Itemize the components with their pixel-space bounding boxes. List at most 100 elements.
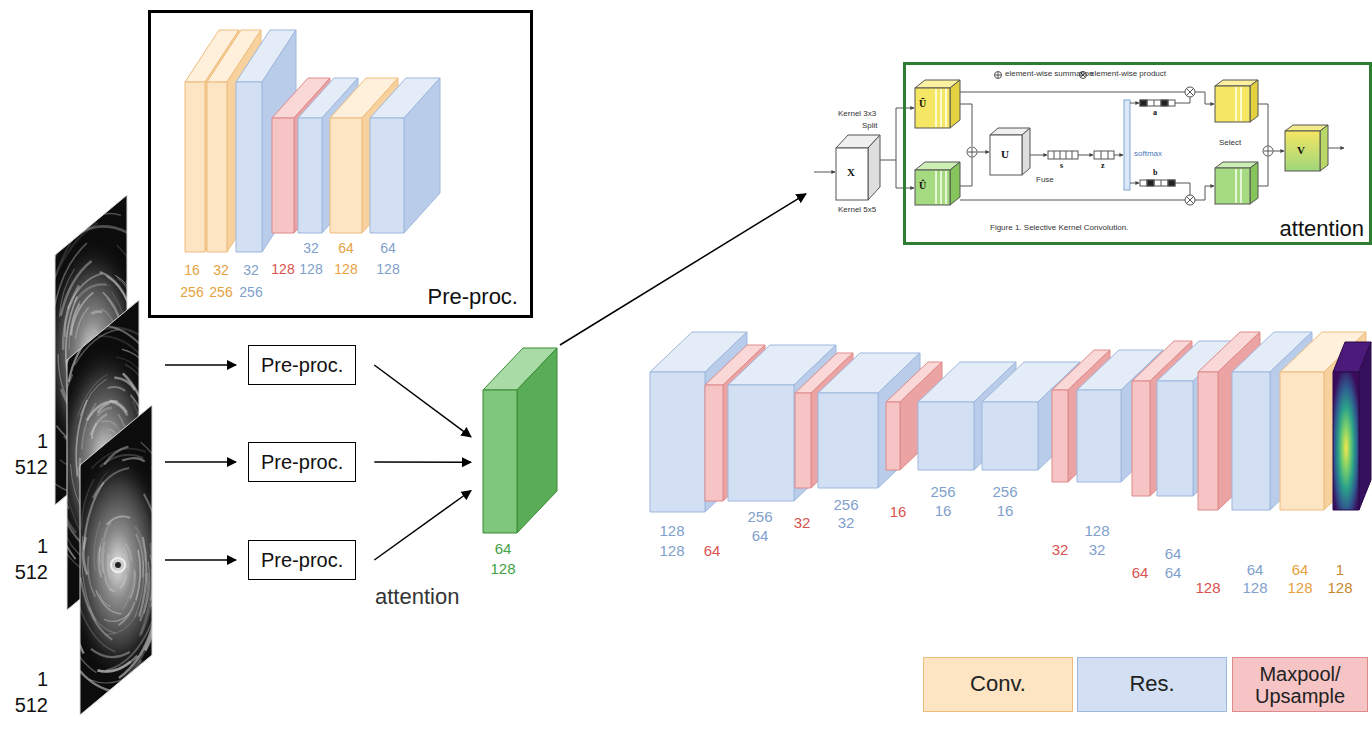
satellite-image-content-part bbox=[122, 597, 128, 610]
text-holder: Split bbox=[862, 122, 878, 131]
sk-drawing-part bbox=[915, 170, 950, 205]
satellite-image-content-part bbox=[37, 432, 48, 499]
satellite-image-content-part bbox=[53, 367, 62, 426]
legend-text: Maxpool/ Upsample bbox=[1239, 663, 1361, 707]
satellite-image-content-part bbox=[45, 230, 69, 303]
block-shape bbox=[483, 348, 557, 533]
sk-drawing-part bbox=[1048, 151, 1078, 159]
heatmap-output: 1128 bbox=[1333, 342, 1371, 510]
sk-drawing-part bbox=[1258, 104, 1268, 146]
satellite-image-content-part bbox=[91, 449, 146, 469]
text-holder: 256 bbox=[992, 483, 1017, 500]
sk-drawing-part bbox=[1030, 155, 1047, 156]
satellite-image-content-part bbox=[136, 534, 143, 578]
text-holder: 256 bbox=[209, 284, 232, 300]
satellite-image-content-part bbox=[62, 467, 76, 572]
dimension-label: 256 bbox=[180, 284, 203, 300]
box-label: Pre-proc. bbox=[261, 450, 343, 474]
sk-drawing-part bbox=[1101, 151, 1108, 159]
satellite-image-content-part bbox=[109, 402, 127, 416]
dimension-label: 128 bbox=[659, 542, 684, 559]
dimension-label: 64 bbox=[495, 540, 512, 557]
text-holder: 1 bbox=[37, 535, 48, 558]
sk-drawing-part bbox=[1187, 89, 1194, 96]
satellite-image-content-part bbox=[136, 550, 140, 601]
sk-drawing-part bbox=[1140, 100, 1147, 106]
sk-drawing-part bbox=[814, 172, 835, 173]
sk-drawing-part bbox=[1264, 147, 1272, 155]
tensor-symbol: V bbox=[1297, 144, 1305, 156]
sk-drawing-part bbox=[1236, 169, 1241, 203]
dimension-label: 256 bbox=[992, 483, 1017, 500]
sk-drawing-part bbox=[950, 80, 960, 128]
text-holder: 64 bbox=[1132, 564, 1149, 581]
sk-drawing-part bbox=[968, 148, 976, 156]
dimension-label: 256 bbox=[209, 284, 232, 300]
inset-title: attention bbox=[1280, 216, 1364, 241]
dimension-label: 128 bbox=[299, 261, 322, 277]
satellite-image-content-part bbox=[49, 353, 65, 447]
text-holder: 64 bbox=[752, 527, 769, 544]
satellite-image-content-part bbox=[89, 661, 147, 683]
dimension-label: 256 bbox=[833, 496, 858, 513]
sk-drawing-part bbox=[1124, 100, 1130, 190]
image-size-label: 512 bbox=[15, 561, 48, 584]
satellite-image-content-part bbox=[92, 423, 97, 439]
block-face bbox=[1157, 381, 1193, 496]
block-face bbox=[330, 118, 362, 233]
satellite-image-content-part bbox=[98, 661, 131, 671]
text-holder: 128 bbox=[1195, 579, 1220, 596]
dimension-label: 64 bbox=[338, 240, 354, 256]
sk-drawing-part bbox=[1175, 183, 1190, 195]
arrow-connector bbox=[374, 365, 471, 437]
block-face bbox=[1232, 372, 1270, 510]
text-holder: z bbox=[1101, 162, 1105, 171]
figure-legend-text: element-wise product bbox=[1090, 70, 1166, 79]
legend-text: Res. bbox=[1129, 672, 1174, 696]
satellite-image-content-part bbox=[48, 361, 62, 472]
tensor-symbol: U bbox=[1001, 148, 1009, 160]
sk-drawing-part bbox=[967, 147, 977, 157]
dimension-label: 32 bbox=[1052, 541, 1069, 558]
dimension-label: 16 bbox=[935, 502, 952, 519]
dimension-label: 128 bbox=[1327, 579, 1352, 596]
satellite-image-content-part bbox=[119, 625, 153, 678]
satellite-image-content-part bbox=[102, 541, 105, 573]
satellite-image-content-part bbox=[155, 518, 167, 651]
stage-label: Split bbox=[862, 122, 878, 131]
block-face bbox=[818, 393, 878, 488]
satellite-image-part bbox=[80, 405, 152, 715]
block-face bbox=[1132, 381, 1150, 496]
satellite-image-content-part bbox=[100, 272, 130, 305]
sk-drawing-part bbox=[1168, 180, 1175, 186]
text-holder: element-wise product bbox=[1090, 70, 1166, 79]
satellite-image-content-part bbox=[141, 442, 183, 530]
preproc-box: Pre-proc. bbox=[248, 442, 356, 482]
text-holder: 128 bbox=[299, 261, 322, 277]
box-label: Pre-proc. bbox=[261, 353, 343, 377]
dimension-label: 128 bbox=[1195, 579, 1220, 596]
sk-drawing-part bbox=[936, 89, 946, 127]
satellite-image-content-part bbox=[44, 239, 73, 348]
sk-drawing-part bbox=[1215, 168, 1250, 204]
text-holder: 64 bbox=[380, 240, 396, 256]
sk-drawing-part bbox=[1054, 151, 1072, 159]
dimension-label: 32 bbox=[213, 262, 229, 278]
satellite-image-content bbox=[55, 405, 183, 722]
dimension-label: 32 bbox=[1089, 541, 1106, 558]
kernel-label: Kernel 5x5 bbox=[838, 206, 876, 215]
dimension-label: 64 bbox=[1165, 564, 1182, 581]
dimension-label: 64 bbox=[1165, 545, 1182, 562]
image-size-label: 512 bbox=[15, 694, 48, 717]
sk-drawing bbox=[814, 72, 1344, 206]
satellite-image-content-part bbox=[41, 364, 52, 524]
satellite-image-content-part bbox=[159, 488, 175, 634]
block-face bbox=[370, 118, 404, 233]
block-face bbox=[207, 82, 227, 252]
res-block: 64128 bbox=[370, 78, 440, 233]
sk-drawing-part bbox=[1175, 97, 1190, 103]
satellite-image-content-part bbox=[110, 589, 116, 591]
satellite-image-content-part bbox=[55, 243, 87, 306]
block-face bbox=[982, 402, 1038, 470]
sk-drawing-part bbox=[1250, 162, 1258, 204]
